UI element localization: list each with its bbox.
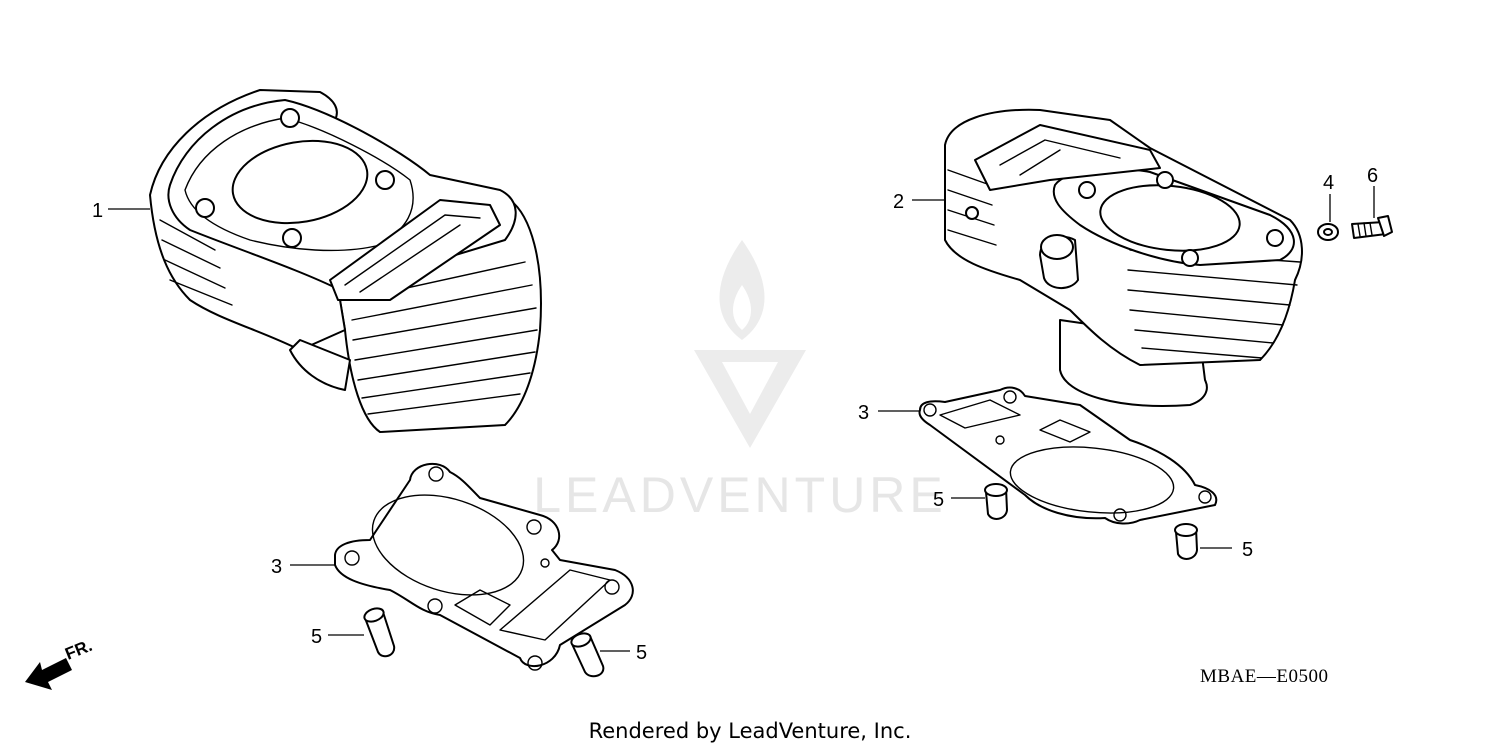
watermark-text: LEADVENTURE	[533, 467, 947, 523]
dowel-front-right-drawing	[570, 632, 605, 678]
callout-gasket-rear[interactable]: 3	[858, 402, 869, 424]
callout-dowel-rear-right[interactable]: 5	[1242, 539, 1253, 561]
leader-lines	[108, 186, 1375, 652]
watermark: LEADVENTURE	[533, 240, 947, 523]
gasket-rear-drawing	[918, 386, 1218, 525]
bolt-drawing	[1351, 215, 1393, 239]
callout-dowel-rear-left[interactable]: 5	[933, 489, 944, 511]
callout-washer[interactable]: 4	[1323, 172, 1334, 194]
callout-cylinder-rear[interactable]: 2	[893, 191, 904, 213]
front-arrow-icon	[25, 658, 72, 690]
callout-dowel-front-right[interactable]: 5	[636, 642, 647, 664]
dowel-rear-right-drawing	[1174, 523, 1198, 560]
dowel-rear-left-drawing	[984, 483, 1008, 520]
watermark-logo-icon	[694, 240, 806, 448]
gasket-front-drawing	[334, 462, 634, 671]
dowel-front-left-drawing	[363, 607, 396, 658]
callout-dowel-front-left[interactable]: 5	[311, 626, 322, 648]
callout-bolt[interactable]: 6	[1367, 165, 1378, 187]
cylinder-front-drawing	[149, 89, 542, 433]
cylinder-rear-drawing	[944, 108, 1303, 407]
front-direction-indicator: FR.	[25, 636, 95, 690]
washer-drawing	[1317, 223, 1339, 241]
front-arrow-label: FR.	[62, 636, 95, 664]
callout-gasket-front[interactable]: 3	[271, 556, 282, 578]
render-credit: Rendered by LeadVenture, Inc.	[589, 719, 912, 743]
diagram-code: MBAE—E0500	[1200, 666, 1329, 687]
callout-cylinder-front[interactable]: 1	[92, 200, 103, 222]
